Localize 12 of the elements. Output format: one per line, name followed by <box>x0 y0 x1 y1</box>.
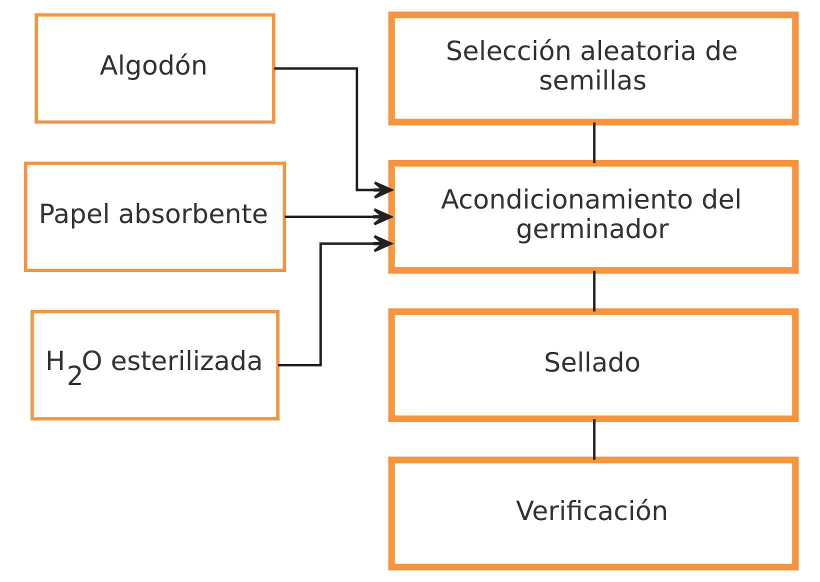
node-box: Papel absorbente <box>23 162 286 272</box>
connector <box>592 419 596 460</box>
node-box: Selección aleatoria de semillas <box>388 12 798 126</box>
arrow <box>278 234 392 366</box>
arrow <box>274 67 392 199</box>
arrow <box>284 208 392 226</box>
connector <box>592 270 596 312</box>
node-box: Verificación <box>388 456 798 570</box>
node-box: Acondicionamiento del germinador <box>388 160 798 274</box>
node-box: Algodón <box>34 13 275 124</box>
connector <box>592 122 596 164</box>
node-box: Sellado <box>388 308 798 422</box>
